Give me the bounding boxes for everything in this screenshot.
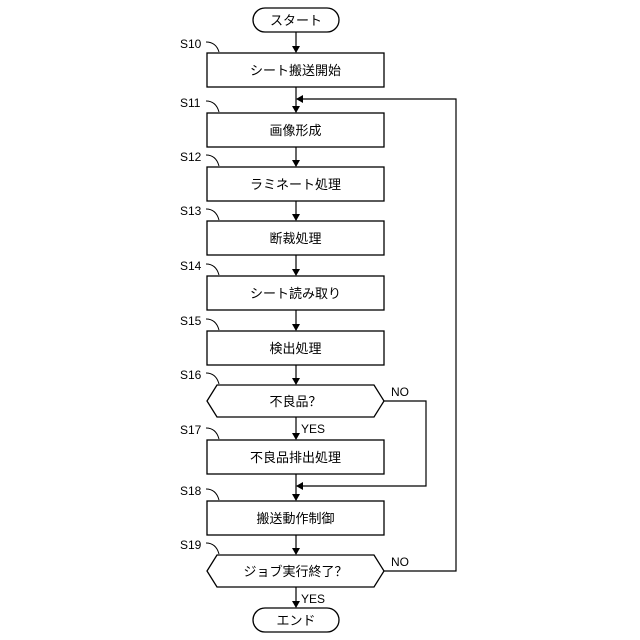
step-label-s17: S17 [180, 423, 202, 437]
process-box-s11: 画像形成 [207, 113, 384, 147]
process-box-s14: シート読み取り [207, 276, 384, 310]
leader-s17 [206, 428, 219, 439]
decision-text-s16: 不良品？ [269, 394, 321, 410]
start-label: スタート [270, 14, 322, 29]
process-text-s13: 断裁処理 [269, 231, 321, 247]
decision-s16: 不良品？ [207, 385, 384, 417]
process-box-s12: ラミネート処理 [207, 167, 384, 201]
process-text-s14: シート読み取り [250, 286, 341, 302]
process-box-s18: 搬送動作制御 [207, 501, 384, 535]
start-terminal: スタート [253, 8, 339, 32]
process-text-s10: シート搬送開始 [250, 64, 341, 79]
branch-no-s19: NO [391, 555, 409, 569]
decision-text-s19: ジョブ実行終了？ [243, 564, 347, 580]
step-label-s18: S18 [180, 484, 202, 498]
leader-s19 [206, 543, 219, 554]
step-label-s10: S10 [180, 37, 202, 51]
branch-yes-s19: YES [301, 592, 325, 606]
decision-s19: ジョブ実行終了？ [207, 555, 384, 587]
process-box-s15: 検出処理 [207, 331, 384, 365]
leader-s11 [206, 101, 219, 112]
end-terminal: エンド [253, 608, 339, 632]
end-label: エンド [276, 614, 315, 629]
process-text-s12: ラミネート処理 [250, 178, 341, 193]
step-label-s13: S13 [180, 204, 202, 218]
leader-s15 [206, 319, 219, 330]
process-box-s10: シート搬送開始 [207, 53, 384, 87]
step-label-s16: S16 [180, 368, 202, 382]
step-label-s12: S12 [180, 150, 202, 164]
process-text-s18: 搬送動作制御 [256, 512, 334, 527]
step-label-s11: S11 [180, 96, 201, 110]
process-text-s15: 検出処理 [269, 342, 321, 357]
leader-s18 [206, 489, 219, 500]
leader-s13 [206, 209, 219, 220]
leader-s16 [206, 373, 219, 384]
leader-s10 [206, 42, 219, 52]
branch-no-s16: NO [391, 385, 409, 399]
process-text-s17: 不良品排出処理 [250, 450, 341, 466]
leader-s14 [206, 264, 219, 275]
branch-yes-s16: YES [301, 422, 325, 436]
step-label-s15: S15 [180, 314, 202, 328]
process-box-s17: 不良品排出処理 [207, 440, 384, 474]
leader-s12 [206, 155, 219, 166]
process-box-s13: 断裁処理 [207, 221, 384, 255]
process-text-s11: 画像形成 [269, 124, 321, 139]
step-label-s14: S14 [180, 259, 202, 273]
step-label-s19: S19 [180, 538, 202, 552]
